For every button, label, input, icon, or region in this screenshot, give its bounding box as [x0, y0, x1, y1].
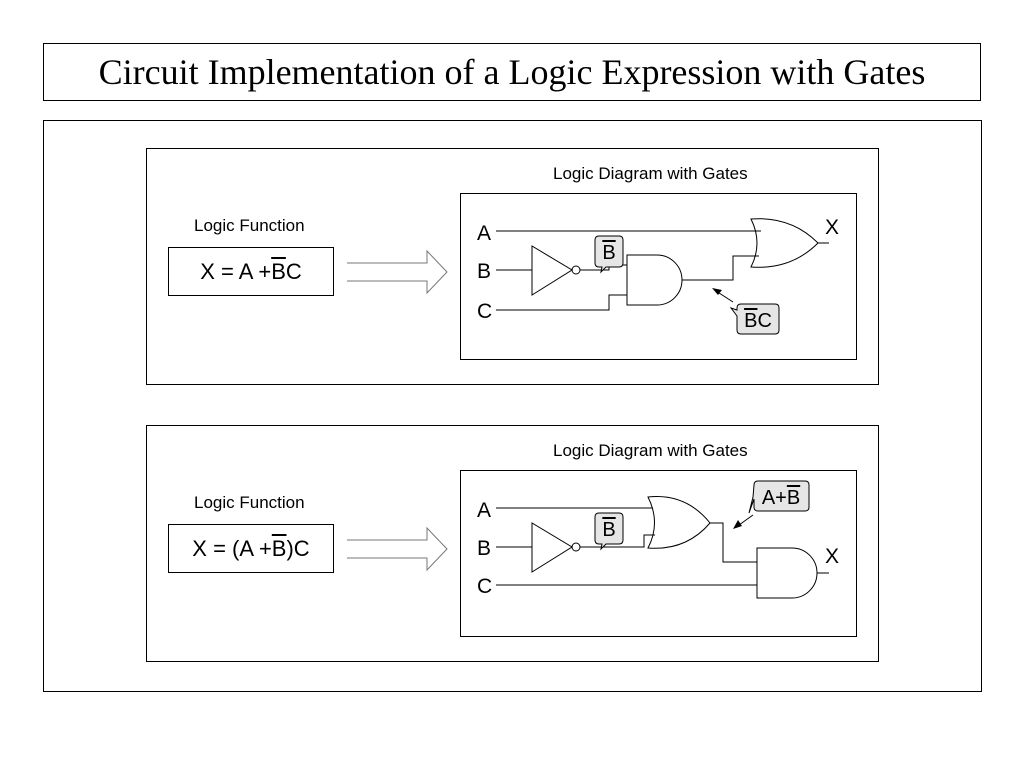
callout-not-out-text: B [602, 519, 615, 541]
logic-diagram: B BC A B C X [460, 193, 857, 360]
not-gate [531, 522, 573, 573]
arrowhead-icon [733, 520, 742, 529]
callout-not-out-text: B [602, 242, 615, 264]
and-gate [626, 254, 683, 306]
callout-gate-out-overlined: B [744, 310, 757, 332]
callout-not-out [594, 512, 624, 551]
callout-gate-out-text: BC [744, 310, 772, 332]
input-c-label: C [477, 575, 492, 598]
logic-function-equation: X = (A + B)C [168, 524, 334, 573]
equation-suffix: )C [286, 535, 310, 561]
logic-diagram-label: Logic Diagram with Gates [553, 441, 748, 460]
callout-gate-out [729, 303, 780, 335]
logic-diagram: B A+B A B C X [460, 470, 857, 637]
not-bubble [571, 265, 581, 275]
wire-not-out [580, 534, 655, 548]
equation-suffix: C [285, 258, 302, 284]
wire-or-out [710, 522, 757, 563]
callout-not-out-overlined: B [602, 242, 615, 264]
equation-overlined: B [271, 258, 286, 284]
callout-not-out [594, 235, 624, 274]
equation-prefix: X = A + [200, 258, 272, 284]
equation-prefix: X = (A + [192, 535, 272, 561]
logic-diagram-label: Logic Diagram with Gates [553, 164, 748, 183]
and-gate [756, 547, 818, 599]
page-title: Circuit Implementation of a Logic Expres… [98, 52, 926, 92]
callout-gate-out [748, 480, 810, 514]
input-c-label: C [477, 300, 492, 323]
callout-not-out-overlined: B [602, 519, 615, 541]
logic-function-label: Logic Function [194, 493, 305, 512]
callout-pointer [738, 514, 754, 526]
input-b-label: B [477, 260, 491, 283]
implication-arrow-icon [347, 526, 448, 572]
input-a-label: A [477, 499, 491, 522]
or-gate [750, 218, 819, 268]
outer-frame [43, 120, 982, 692]
wire-and-out [682, 255, 759, 281]
wire-c [496, 294, 627, 311]
equation-overlined: B [271, 535, 287, 561]
input-a-label: A [477, 222, 491, 245]
arrowhead-icon [712, 288, 722, 295]
output-x-label: X [825, 216, 839, 239]
circuit-1: B BC A B C X [477, 216, 839, 335]
implication-arrow-icon [347, 249, 448, 295]
not-bubble [571, 542, 581, 552]
or-gate [647, 496, 711, 549]
callout-gate-out-text: A+B [762, 487, 800, 509]
panel-2: Logic Function X = (A + B)C Logic Diagra… [146, 425, 879, 662]
not-gate [531, 245, 573, 296]
circuit-2: B A+B A B C X [477, 480, 839, 599]
input-b-label: B [477, 537, 491, 560]
callout-gate-out-overlined: B [787, 487, 800, 509]
title-box: Circuit Implementation of a Logic Expres… [43, 43, 981, 101]
output-x-label: X [825, 545, 839, 568]
logic-function-label: Logic Function [194, 216, 305, 235]
